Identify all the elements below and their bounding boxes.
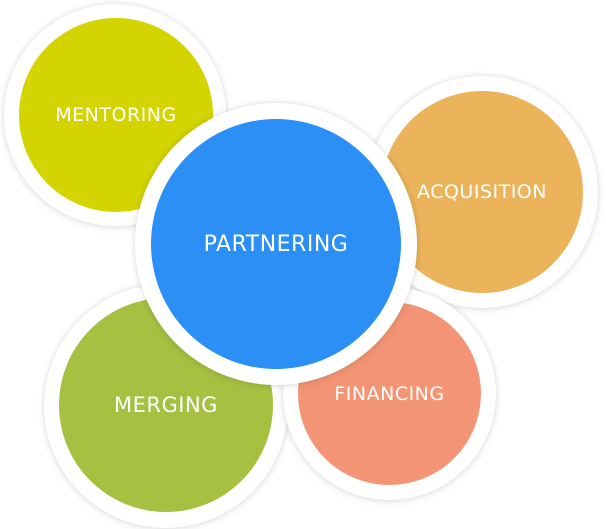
- financing-label: FINANCING: [334, 382, 445, 405]
- partnering-label: PARTNERING: [203, 231, 349, 257]
- partnering-bubble: PARTNERING: [151, 119, 401, 369]
- acquisition-label: ACQUISITION: [417, 181, 547, 203]
- merging-label: MERGING: [114, 393, 218, 417]
- mentoring-label: MENTORING: [55, 104, 177, 126]
